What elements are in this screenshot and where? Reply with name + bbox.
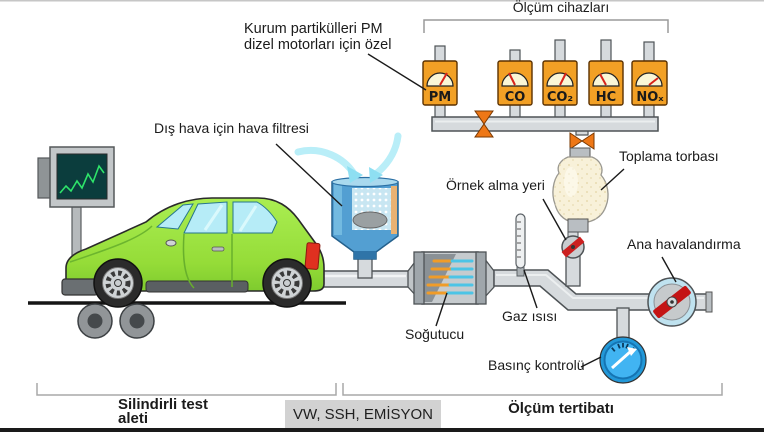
bag-valve	[581, 132, 595, 150]
cooler-unit	[407, 251, 495, 305]
soot-note-line2: dizel motorları için özel	[244, 36, 392, 53]
bag-bottom-neck	[567, 218, 589, 233]
device-co2: CO₂	[542, 60, 578, 106]
soot-note: Kurum partikülleri PM dizel motorları iç…	[244, 21, 392, 53]
test-monitor	[37, 146, 115, 284]
door-handle	[211, 246, 225, 252]
air-arrow	[294, 147, 358, 178]
cooler-left-cap	[413, 251, 425, 305]
windshield	[155, 203, 194, 230]
cooler-tubes	[426, 259, 474, 295]
air-filter-label: Dış hava için hava filtresi	[154, 120, 309, 136]
air-arrow-head	[347, 166, 363, 183]
devices-bracket	[423, 19, 669, 33]
device-hc: HC	[588, 60, 624, 106]
soot-note-line1: Kurum partikülleri PM	[244, 21, 383, 37]
device-label: NOₓ	[636, 90, 664, 105]
window-highlight	[203, 204, 224, 231]
device-label: CO	[505, 90, 526, 105]
filter-bowl	[352, 211, 388, 229]
hood-crease	[69, 225, 153, 263]
front-window	[183, 201, 228, 234]
door-seam	[182, 233, 195, 289]
collection-bag-assembly	[552, 127, 609, 259]
manifold-valve	[474, 123, 494, 138]
vw-emission-box: VW, SSH, EMİSYON	[285, 400, 441, 428]
roller-test-caption: Silindirli test aleti	[118, 396, 209, 427]
roller-test-line2: aleti	[118, 410, 149, 427]
dyno-rollers	[77, 303, 155, 339]
funnel-shade	[334, 184, 342, 235]
main-ventilation-label: Ana havalandırma	[627, 236, 741, 252]
bottom-border	[0, 428, 764, 432]
collection-bag-label: Toplama torbası	[619, 148, 719, 164]
measuring-devices: PM CO CO₂ HC NOₓ	[422, 39, 668, 106]
measurement-rig-caption: Ölçüm tertibatı	[508, 400, 614, 417]
devices-title: Ölçüm cihazları	[512, 0, 610, 15]
cooler-right-cap	[475, 251, 487, 305]
bag-valve	[569, 132, 583, 150]
device-pm: PM	[422, 60, 458, 106]
device-label: PM	[429, 90, 451, 105]
funnel-inner-wall	[391, 186, 397, 234]
thermometer	[515, 213, 526, 277]
roller-test-line1: Silindirli test	[118, 396, 209, 413]
side-mirror	[165, 239, 177, 247]
top-border	[0, 0, 764, 2]
manifold-valve	[474, 110, 494, 125]
bag-highlight	[564, 167, 578, 197]
air-arrow	[372, 132, 402, 178]
front-bumper	[61, 278, 99, 296]
pressure-control-label: Basınç kontrolü	[488, 357, 585, 373]
screen-graph-line	[59, 164, 105, 194]
manifold	[431, 104, 659, 138]
pressure-gauge	[599, 336, 647, 384]
gauge-needle-head	[627, 347, 637, 356]
left-bottom-bracket	[36, 383, 337, 396]
sampling-valve	[561, 235, 585, 259]
monitor-screen	[56, 153, 108, 200]
test-car	[61, 197, 325, 308]
leader-lines	[275, 53, 677, 368]
device-co: CO	[497, 60, 533, 106]
right-bottom-bracket	[342, 383, 723, 396]
cooler-label: Soğutucu	[405, 326, 465, 342]
front-wheel	[93, 258, 143, 308]
bag-speckle	[552, 157, 609, 222]
window-highlight	[238, 205, 258, 232]
air-arrow-head	[369, 167, 383, 183]
sampling-point-label: Örnek alma yeri	[446, 177, 545, 193]
gauge-needle	[611, 350, 631, 370]
device-label: CO₂	[547, 90, 573, 105]
air-filter-funnel	[294, 132, 402, 279]
device-nox: NOₓ	[631, 60, 668, 106]
funnel-rim	[331, 176, 399, 188]
device-label: HC	[596, 90, 616, 105]
ventilation-fan	[647, 277, 697, 327]
rear-wheel	[262, 258, 312, 308]
gas-temperature-label: Gaz ısısı	[502, 308, 558, 324]
pipe-end-cap	[705, 291, 713, 313]
funnel-neck	[354, 251, 376, 259]
tail-light	[304, 242, 321, 270]
rocker-panel	[145, 280, 249, 293]
